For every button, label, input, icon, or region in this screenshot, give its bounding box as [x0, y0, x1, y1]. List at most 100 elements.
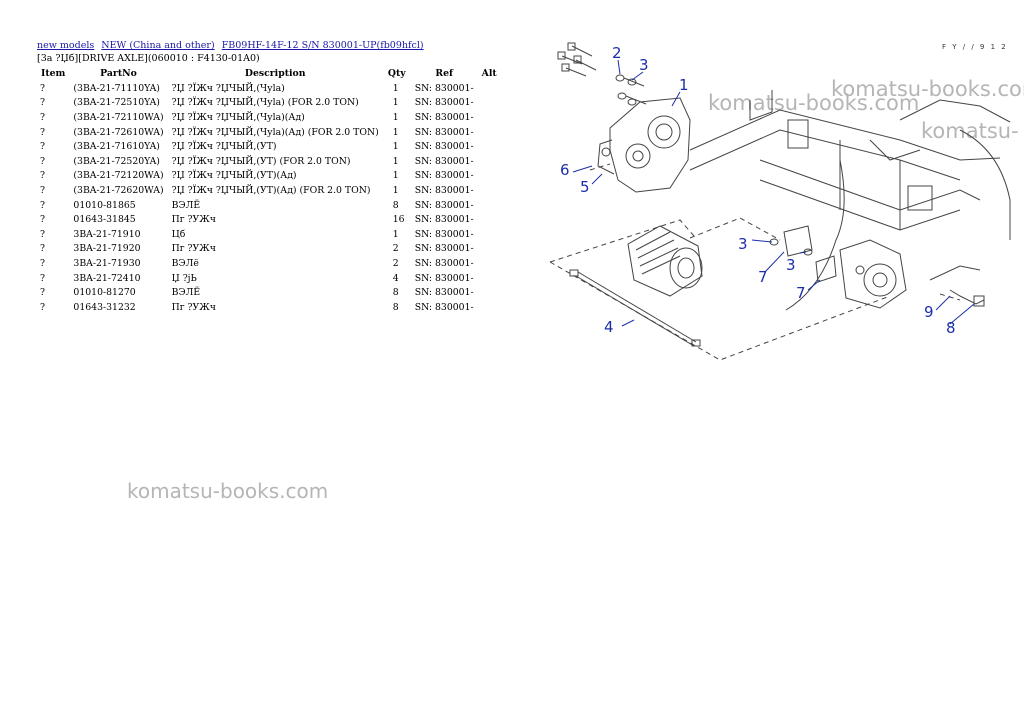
cell-description: Цб: [171, 228, 186, 240]
cell-partno: (3BA-21-72520YA): [73, 155, 160, 167]
cell-alt: [478, 183, 501, 198]
cell-qty: 2: [392, 243, 399, 255]
cell-description: ?Џ ?ЇЖч ?ЏЧЫЙ,(УТ)(Ад): [171, 170, 297, 182]
cell-ref: SN: 830001-: [414, 257, 474, 269]
cell-item: ?: [40, 126, 45, 138]
bolt-icon: [557, 42, 597, 77]
cell-qty: 1: [392, 141, 399, 153]
cell-ref: SN: 830001-: [414, 287, 474, 299]
drive-axle-diagram: 1 2 3 3 3 4 5 6 7 7 8 9: [549, 42, 1011, 361]
cell-qty: 1: [392, 170, 399, 182]
cell-ref: SN: 830001-: [414, 184, 474, 196]
cell-alt: [478, 125, 501, 140]
cell-ref: SN: 830001-: [414, 214, 474, 226]
table-row: ?(3BA-21-72520YA)?Џ ?ЇЖч ?ЏЧЫЙ,(УТ) (FOR…: [37, 154, 501, 169]
cell-partno: (3BA-21-71610YA): [73, 141, 160, 153]
cell-ref: SN: 830001-: [414, 155, 474, 167]
callout-6: 6: [560, 161, 570, 179]
callout-9: 9: [924, 303, 934, 321]
motor-icon: [627, 225, 703, 297]
cell-description: ?Џ ?ЇЖч ?ЏЧЫЙ,(Чуlа)(Ад): [171, 111, 305, 123]
cell-qty: 1: [392, 184, 399, 196]
callout-3: 3: [786, 256, 796, 274]
cell-ref: SN: 830001-: [414, 228, 474, 240]
table-header-row: Item PartNo Description Qty Ref Alt: [37, 66, 501, 81]
cell-alt: [478, 110, 501, 125]
watermark: komatsu-books.com: [127, 479, 329, 503]
breadcrumb-link-new-models[interactable]: new models: [37, 40, 95, 51]
cell-ref: SN: 830001-: [414, 126, 474, 138]
cell-alt: [478, 139, 501, 154]
cell-qty: 1: [392, 111, 399, 123]
cell-ref: SN: 830001-: [414, 199, 474, 211]
cell-qty: 8: [392, 301, 399, 313]
cell-partno: 01643-31845: [73, 214, 136, 226]
cell-item: ?: [40, 97, 45, 109]
breadcrumb-link-new-china[interactable]: NEW (China and other): [101, 40, 215, 51]
cell-ref: SN: 830001-: [414, 272, 474, 284]
cell-item: ?: [40, 272, 45, 284]
table-row: ?(3BA-21-72510YA)?Џ ?ЇЖч ?ЏЧЫЙ,(Чуlа) (F…: [37, 96, 501, 111]
cell-partno: 01643-31232: [73, 301, 136, 313]
cell-item: ?: [40, 257, 45, 269]
cell-item: ?: [40, 214, 45, 226]
explode-lines: [549, 163, 961, 361]
page-reference: F Y / / 9 1 2: [942, 43, 1008, 51]
cell-item: ?: [40, 111, 45, 123]
callout-7: 7: [758, 268, 768, 286]
cell-partno: 3BA-21-71920: [73, 243, 141, 255]
header-alt: Alt: [481, 68, 497, 79]
cell-partno: (3BA-21-72620WA): [73, 184, 164, 196]
cell-description: ?Џ ?ЇЖч ?ЏЧЫЙ,(Чуlа) (FOR 2.0 TON): [171, 97, 359, 109]
table-row: ?(3BA-21-72110WA)?Џ ?ЇЖч ?ЏЧЫЙ,(Чуlа)(Ад…: [37, 110, 501, 125]
cell-qty: 8: [392, 287, 399, 299]
axle-shaft: [569, 269, 701, 347]
cell-alt: [478, 256, 501, 271]
cell-alt: [478, 242, 501, 257]
cell-item: ?: [40, 170, 45, 182]
cell-qty: 16: [392, 214, 405, 226]
frame-structure: [689, 90, 1011, 311]
callout-4: 4: [604, 318, 614, 336]
cell-qty: 1: [392, 155, 399, 167]
cell-partno: (3BA-21-71110YA): [73, 82, 160, 94]
cell-description: Пг ?УЖч: [171, 243, 216, 255]
cell-ref: SN: 830001-: [414, 82, 474, 94]
cell-item: ?: [40, 301, 45, 313]
cell-description: Пг ?УЖч: [171, 301, 216, 313]
cell-description: Пг ?УЖч: [171, 214, 216, 226]
table-row: ? 3BA-21-71920 Пг ?УЖч 2 SN: 830001-: [37, 242, 501, 257]
cell-alt: [478, 81, 501, 96]
breadcrumb-link-model[interactable]: FB09HF-14F-12 S/N 830001-UP(fb09hfcl): [221, 40, 424, 51]
header-description: Description: [244, 68, 306, 79]
cell-item: ?: [40, 243, 45, 255]
cell-alt: [478, 154, 501, 169]
cell-item: ?: [40, 82, 45, 94]
cell-description: ?Џ ?ЇЖч ?ЏЧЫЙ,(УТ)(Ад) (FOR 2.0 TON): [171, 184, 371, 196]
watermark: komatsu-: [921, 119, 1019, 143]
cell-alt: [478, 169, 501, 184]
callout-1: 1: [679, 76, 689, 94]
cell-description: ВЭЛЁ: [171, 287, 201, 299]
washer-icon: [615, 74, 647, 106]
cell-description: ?Џ ?ЇЖч ?ЏЧЫЙ,(Чуlа): [171, 82, 285, 94]
cell-alt: [478, 198, 501, 213]
cell-ref: SN: 830001-: [414, 243, 474, 255]
cell-alt: [478, 285, 501, 300]
cell-description: ?Џ ?ЇЖч ?ЏЧЫЙ,(УТ) (FOR 2.0 TON): [171, 155, 351, 167]
page-subtitle: [3а ?Џб][DRIVE AXLE](060010 : F4130-01A0…: [37, 53, 260, 64]
cell-item: ?: [40, 228, 45, 240]
cell-ref: SN: 830001-: [414, 141, 474, 153]
cell-item: ?: [40, 199, 45, 211]
cell-partno: 3BA-21-72410: [73, 272, 141, 284]
cell-description: Џ ?јЬ: [171, 272, 197, 284]
callout-7: 7: [796, 284, 806, 302]
